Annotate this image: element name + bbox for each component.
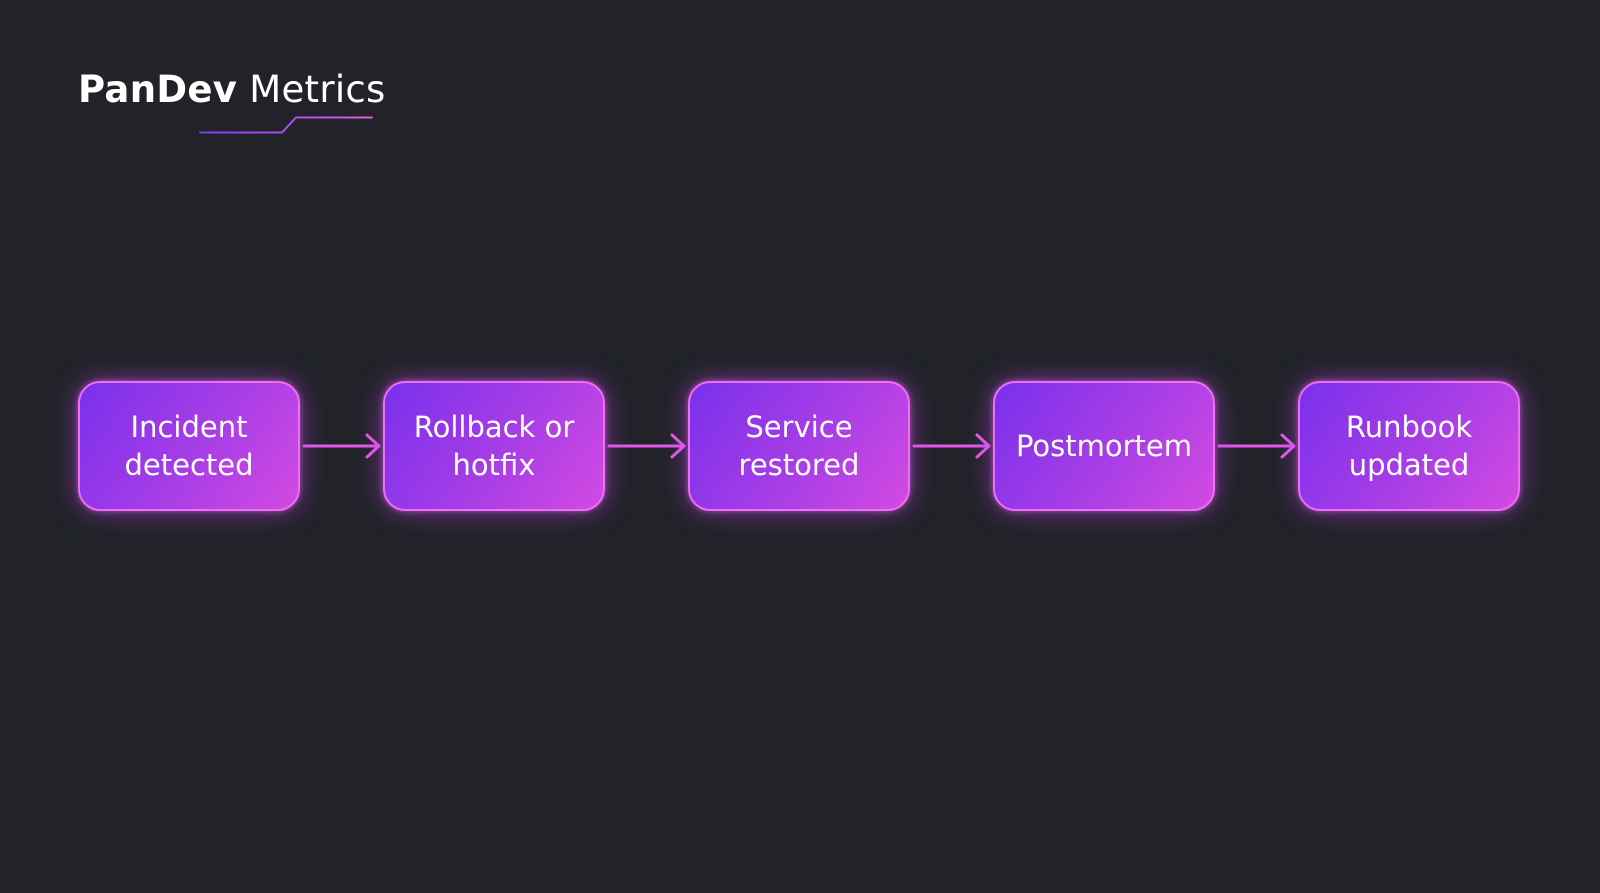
flow-node-label: Runbook updated [1345, 410, 1473, 482]
flow-node-rollback-or-hotfix: Rollback or hotfix [383, 381, 605, 511]
flow-arrow [1217, 433, 1296, 459]
flow-node-label: Postmortem [1015, 429, 1193, 463]
logo-brand: PanDev [78, 68, 238, 111]
flow-node-label: Service restored [738, 410, 860, 482]
logo-underline [76, 116, 373, 134]
flow-arrow [607, 433, 686, 459]
flow-node-runbook-updated: Runbook updated [1298, 381, 1520, 511]
logo-underline-step [199, 116, 373, 134]
flow-node-label: Rollback or hotfix [413, 410, 575, 482]
flow-node-service-restored: Service restored [688, 381, 910, 511]
flow-node-postmortem: Postmortem [993, 381, 1215, 511]
logo: PanDev Metrics [78, 66, 385, 136]
flow-node-label: Incident detected [124, 410, 254, 482]
flow-node-incident-detected: Incident detected [78, 381, 300, 511]
flow-arrows [302, 433, 1296, 459]
logo-text: PanDev Metrics [78, 68, 386, 112]
flow-arrow [912, 433, 991, 459]
flow-arrow [302, 433, 381, 459]
logo-product: Metrics [237, 68, 386, 111]
